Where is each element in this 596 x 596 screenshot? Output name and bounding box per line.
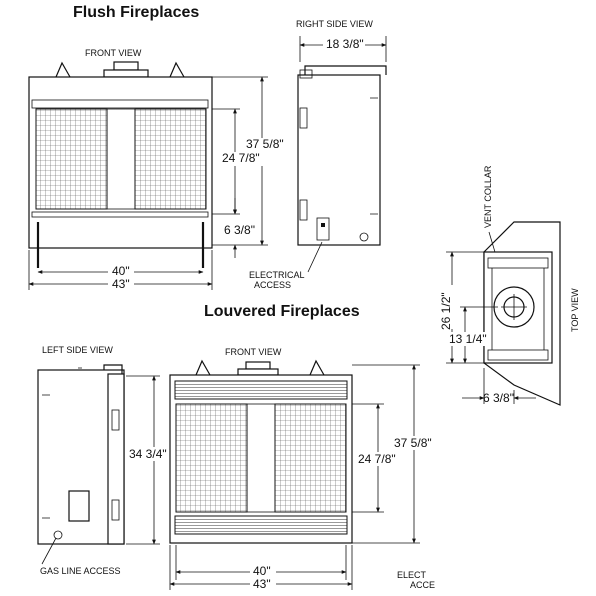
flush-left-screen [35, 108, 108, 210]
top-view: VENT COLLAR TOP VIEW 26 1/2" 13 1/4" 6 3… [439, 165, 580, 406]
louvered-top-grille [174, 380, 348, 400]
louvered-width-outer-label: 43" [253, 577, 271, 591]
flush-vent-collar [113, 61, 139, 71]
flush-width-outer-label: 43" [112, 277, 130, 291]
electrical-access-label-1: ELECTRICAL [249, 270, 305, 280]
louvered-bottom-grille [174, 515, 348, 535]
right-side-view-label: RIGHT SIDE VIEW [296, 19, 373, 29]
louvered-height-inner-label: 24 7/8" [358, 452, 396, 466]
right-side-body [297, 74, 381, 246]
gas-line-access-label: GAS LINE ACCESS [40, 566, 121, 576]
top-view-body [483, 251, 553, 364]
vent-collar-label: VENT COLLAR [483, 165, 493, 228]
flush-front-view: FRONT VIEW 40" 43" 37 5/8" [28, 48, 288, 291]
electrical-access-cut-label-1: ELECT [397, 570, 427, 580]
top-width-label: 26 1/2" [439, 292, 453, 330]
left-side-height-label: 34 3/4" [129, 447, 167, 461]
left-side-view-label: LEFT SIDE VIEW [42, 345, 113, 355]
louvered-right-screen [274, 403, 347, 513]
flush-front-view-label: FRONT VIEW [85, 48, 142, 58]
top-view-label: TOP VIEW [570, 288, 580, 332]
left-side-view: LEFT SIDE VIEW GAS LINE ACCESS 34 3/4" [37, 345, 168, 576]
electrical-access-label-2: ACCESS [254, 280, 291, 290]
louvered-front-view-label: FRONT VIEW [225, 347, 282, 357]
louvered-height-outer-label: 37 5/8" [394, 436, 432, 450]
louvered-width-inner-label: 40" [253, 564, 271, 578]
louvered-vent-collar [245, 361, 271, 370]
louvered-left-screen [175, 403, 248, 513]
flush-base-height-label: 6 3/8" [224, 223, 255, 237]
louvered-front-view: FRONT VIEW 40" 43" 24 7/8" 37 5/8" ELECT [169, 347, 438, 591]
flush-right-screen [134, 108, 207, 210]
right-side-depth-label: 18 3/8" [326, 37, 364, 51]
electrical-access-cut-label-2: ACCE [410, 580, 435, 590]
flush-fireplaces-heading: Flush Fireplaces [73, 4, 199, 21]
louvered-fireplaces-heading: Louvered Fireplaces [204, 303, 360, 320]
gas-line-access-panel [68, 490, 90, 522]
flush-height-outer-label: 37 5/8" [246, 137, 284, 151]
top-offset-label: 13 1/4" [449, 332, 487, 346]
flush-height-inner-label: 24 7/8" [222, 151, 260, 165]
right-side-view: RIGHT SIDE VIEW 18 3/8" ELECTRICAL ACCES… [249, 19, 387, 290]
top-depth-label: 6 3/8" [483, 391, 514, 405]
flush-width-inner-label: 40" [112, 264, 130, 278]
